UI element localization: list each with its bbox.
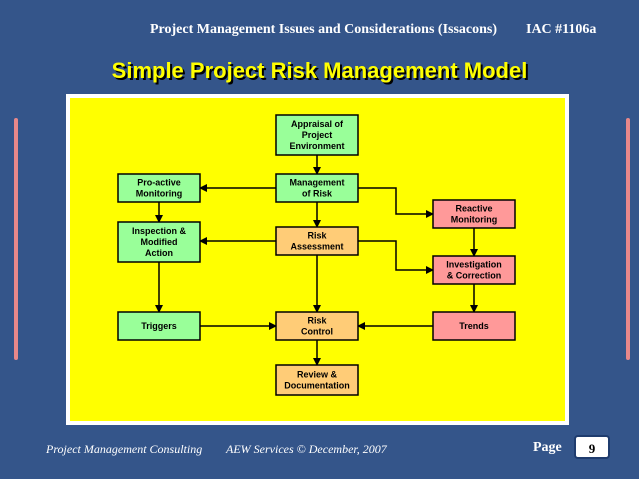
node-label-appraisal-1: Project: [302, 130, 333, 140]
left-decor-bar: [14, 118, 18, 360]
node-investigation: Investigation& Correction: [432, 255, 516, 285]
node-box-appraisal: [275, 114, 359, 156]
node-box-control: [275, 311, 359, 341]
node-label-review-0: Review &: [297, 370, 338, 380]
right-decor-bar: [626, 118, 630, 360]
node-label-proactive-1: Monitoring: [136, 189, 183, 199]
course-code: IAC #1106a: [526, 22, 597, 37]
node-label-investigation-0: Investigation: [446, 260, 502, 270]
node-review: Review &Documentation: [275, 364, 359, 396]
node-box-inspection: [117, 221, 201, 263]
node-box-review: [275, 364, 359, 396]
node-box-assessment: [275, 226, 359, 256]
node-box-triggers: [117, 311, 201, 341]
node-label-trends-0: Trends: [459, 321, 489, 331]
node-label-inspection-2: Action: [145, 248, 173, 258]
arrow-assessment-to-investigation: [358, 240, 434, 274]
node-triggers: Triggers: [117, 311, 201, 341]
footer-copyright: AEW Services © December, 2007: [226, 442, 387, 456]
node-label-appraisal-2: Environment: [289, 141, 344, 151]
node-box-reactive: [432, 199, 516, 229]
node-label-control-1: Control: [301, 327, 333, 337]
node-label-inspection-0: Inspection &: [132, 226, 187, 236]
node-label-control-0: Risk: [307, 316, 327, 326]
node-box-trends: [432, 311, 516, 341]
node-label-reactive-1: Monitoring: [451, 215, 498, 225]
node-label-assessment-0: Risk: [307, 231, 327, 241]
course-title: Project Management Issues and Considerat…: [150, 22, 498, 37]
node-label-management-0: Management: [289, 178, 344, 188]
page-number: 9: [574, 435, 610, 459]
node-label-proactive-0: Pro-active: [137, 178, 181, 188]
node-label-inspection-1: Modified: [141, 237, 178, 247]
risk-model-diagram: Appraisal ofProjectEnvironmentManagement…: [70, 98, 565, 421]
slide-title: Simple Project Risk Management Model: [111, 58, 528, 83]
node-label-investigation-1: & Correction: [447, 271, 502, 281]
node-box-management: [275, 173, 359, 203]
edges-layer: [155, 155, 478, 366]
page-label: Page: [533, 440, 562, 455]
node-box-proactive: [117, 173, 201, 203]
arrow-management-to-reactive: [358, 187, 434, 218]
node-label-review-1: Documentation: [284, 381, 350, 391]
node-box-investigation: [432, 255, 516, 285]
footer-company: Project Management Consulting: [46, 442, 203, 456]
node-label-assessment-1: Assessment: [290, 242, 343, 252]
node-label-management-1: of Risk: [302, 189, 333, 199]
node-label-triggers-0: Triggers: [141, 321, 177, 331]
nodes-layer: Appraisal ofProjectEnvironmentManagement…: [117, 114, 516, 396]
node-label-appraisal-0: Appraisal of: [291, 119, 344, 129]
node-trends: Trends: [432, 311, 516, 341]
node-label-reactive-0: Reactive: [455, 204, 492, 214]
